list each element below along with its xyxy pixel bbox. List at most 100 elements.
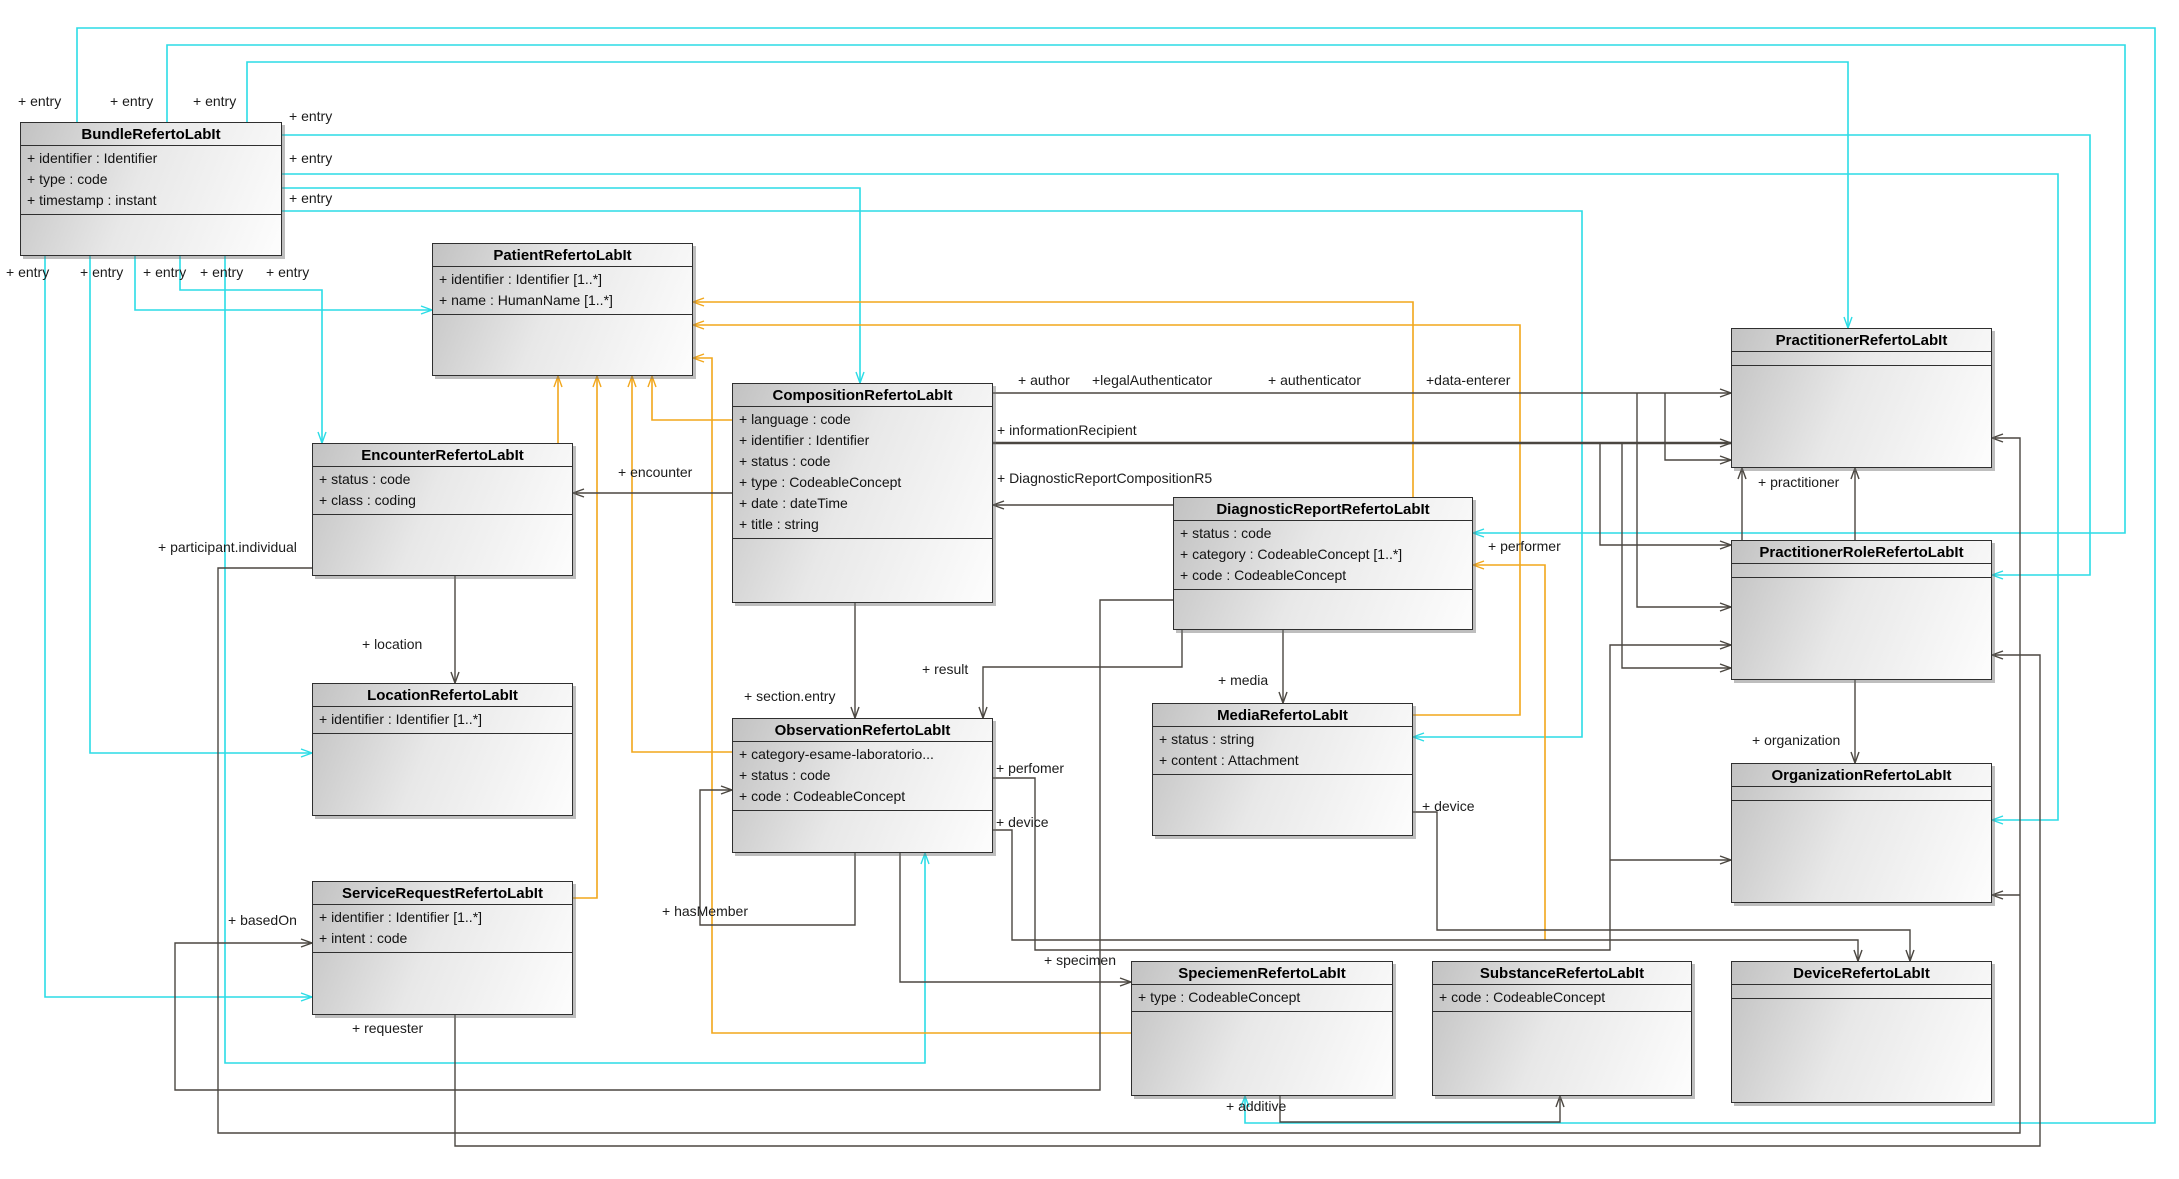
connector-entry-diagnosticreport[interactable] [166, 44, 2126, 533]
class-attribute: + class : coding [319, 492, 416, 508]
class-attribute: + type : CodeableConcept [739, 474, 902, 490]
class-title: CompositionRefertoLabIt [733, 384, 992, 407]
connector-subject-media-patient[interactable] [693, 325, 1521, 716]
connector-subject-servicerequest-patient[interactable] [573, 376, 597, 899]
class-attributes: + status : code + category : CodeableConc… [1174, 521, 1472, 590]
edge-label: + device [1422, 798, 1475, 814]
connector-entry-observation[interactable] [224, 256, 925, 1064]
connector-subject-speciemen-patient[interactable] [693, 358, 1131, 1034]
connector-entry-composition[interactable] [282, 187, 860, 383]
class-box-practitioner[interactable]: PractitionerRefertoLabIt [1731, 328, 1992, 468]
class-box-media[interactable]: MediaRefertoLabIt+ status : string+ cont… [1152, 703, 1413, 836]
edge-label: + additive [1226, 1098, 1287, 1114]
connector-device-observation[interactable] [993, 829, 1858, 961]
edge-label: + encounter [618, 464, 693, 480]
class-box-device[interactable]: DeviceRefertoLabIt [1731, 961, 1992, 1103]
connector-requester[interactable] [454, 655, 2041, 1147]
class-title: SpeciemenRefertoLabIt [1132, 962, 1392, 985]
class-attribute: + type : code [27, 171, 108, 187]
class-box-location[interactable]: LocationRefertoLabIt+ identifier : Ident… [312, 683, 573, 816]
class-title: PatientRefertoLabIt [433, 244, 692, 267]
class-title: EncounterRefertoLabIt [313, 444, 572, 467]
class-title: BundleRefertoLabIt [21, 123, 281, 146]
connector-perfomer-observation[interactable] [993, 645, 1731, 951]
connector-entry-media[interactable] [282, 210, 1583, 737]
class-operations-compartment [733, 539, 992, 602]
class-attribute: + status : code [739, 767, 831, 783]
class-attribute: + category : CodeableConcept [1..*] [1180, 546, 1403, 562]
class-attribute: + type : CodeableConcept [1138, 989, 1301, 1005]
edge-label: + requester [352, 1020, 424, 1036]
connector-basedOn[interactable] [174, 599, 1173, 1091]
class-box-encounter[interactable]: EncounterRefertoLabIt + status : code + cl… [312, 443, 573, 576]
class-attribute: + status : code [1180, 525, 1272, 541]
edge-label: +data-enterer [1426, 372, 1511, 388]
connector-device-media[interactable] [1413, 811, 1910, 961]
edge-label: + hasMember [662, 903, 748, 919]
connector-entry-patient[interactable] [134, 256, 432, 310]
connector-subject-diagnosticreport-patient[interactable] [693, 302, 1414, 497]
edge-label: +legalAuthenticator [1092, 372, 1213, 388]
class-operations-compartment [313, 734, 572, 815]
connector-attester-1[interactable] [1636, 393, 1731, 607]
edge-label: + basedOn [228, 912, 297, 928]
connector-result[interactable] [983, 630, 1183, 718]
class-attribute: + status : code [319, 471, 411, 487]
class-attributes: + language : code+ identifier : Identifi… [733, 407, 992, 539]
edge-label: + entry [110, 93, 154, 109]
connector-entry-practitioner[interactable] [246, 61, 1848, 328]
class-attributes [1732, 564, 1991, 578]
connector-entry-organization[interactable] [282, 173, 2059, 820]
class-box-diagnosticreport[interactable]: DiagnosticReportRefertoLabIt+ status : c… [1173, 497, 1473, 630]
class-operations-compartment [1433, 1012, 1691, 1095]
connector-participant-individual[interactable] [217, 438, 2021, 1134]
class-box-servicerequest[interactable]: ServiceRequestRefertoLabIt+ identifier :… [312, 881, 573, 1015]
class-box-patient[interactable]: PatientRefertoLabIt + identifier : Identi… [432, 243, 693, 376]
edge-label: + entry [80, 264, 124, 280]
edge-label: + entry [289, 108, 333, 124]
class-box-observation[interactable]: ObservationRefertoLabIt+ category-esame-… [732, 718, 993, 853]
connector-entry-location[interactable] [89, 256, 312, 753]
class-box-substance[interactable]: SubstanceRefertoLabIt+ code : CodeableCo… [1432, 961, 1692, 1096]
class-operations-compartment [313, 515, 572, 575]
class-attribute: + identifier : Identifier [739, 432, 870, 448]
connector-attester-2[interactable] [1664, 393, 1731, 460]
class-attribute: + identifier : Identifier [27, 150, 158, 166]
class-box-bundle[interactable]: BundleRefertoLabIt + identifier : Identif… [20, 122, 282, 256]
edge-label: + section.entry [744, 688, 836, 704]
class-attribute: + timestamp : instant [27, 192, 157, 208]
class-attributes: + status : string+ content : Attachment [1153, 727, 1412, 775]
connector-entry-practitionerrole[interactable] [282, 134, 2091, 575]
class-box-speciemen[interactable]: SpeciemenRefertoLabIt + type : CodeableCo… [1131, 961, 1393, 1096]
edge-label: + authenticator [1268, 372, 1362, 388]
connector-recipient-role-2[interactable] [1621, 443, 1731, 668]
class-attributes: + identifier : Identifier [1..*]+ intent… [313, 905, 572, 953]
edge-label: + result [922, 661, 969, 677]
class-operations-compartment [21, 215, 281, 255]
connector-performer-diagnosticreport[interactable] [1473, 565, 1546, 940]
connector-entry-encounter[interactable] [179, 256, 322, 443]
class-operations-compartment [1732, 999, 1991, 1102]
class-box-organization[interactable]: OrganizationRefertoLabIt [1731, 763, 1992, 903]
edge-label: + DiagnosticReportCompositionR5 [997, 470, 1213, 486]
connector-hasMember[interactable] [699, 790, 856, 926]
connector-entry-servicerequest[interactable] [44, 256, 312, 997]
connector-subject-observation-patient[interactable] [632, 376, 732, 753]
class-attribute: + code : CodeableConcept [739, 788, 906, 804]
connector-subject-composition-patient[interactable] [652, 376, 732, 421]
class-box-practitionerrole[interactable]: PractitionerRoleRefertoLabIt [1731, 540, 1992, 680]
connector-additive[interactable] [1279, 1096, 1560, 1123]
class-attributes: + category-esame-laboratorio...+ status … [733, 742, 992, 811]
class-operations-compartment [1732, 801, 1991, 902]
class-attribute: + status : string [1159, 731, 1255, 747]
class-attributes [1732, 787, 1991, 801]
edge-label: + performer [1488, 538, 1561, 554]
connector-entry-speciemen[interactable] [76, 27, 2156, 1124]
class-title: DeviceRefertoLabIt [1732, 962, 1991, 985]
class-title: MediaRefertoLabIt [1153, 704, 1412, 727]
class-box-composition[interactable]: CompositionRefertoLabIt+ language : code… [732, 383, 993, 603]
connector-specimen[interactable] [899, 853, 1131, 982]
class-attribute: + identifier : Identifier [1..*] [439, 271, 603, 287]
connector-recipient-role-1[interactable] [1599, 443, 1731, 545]
